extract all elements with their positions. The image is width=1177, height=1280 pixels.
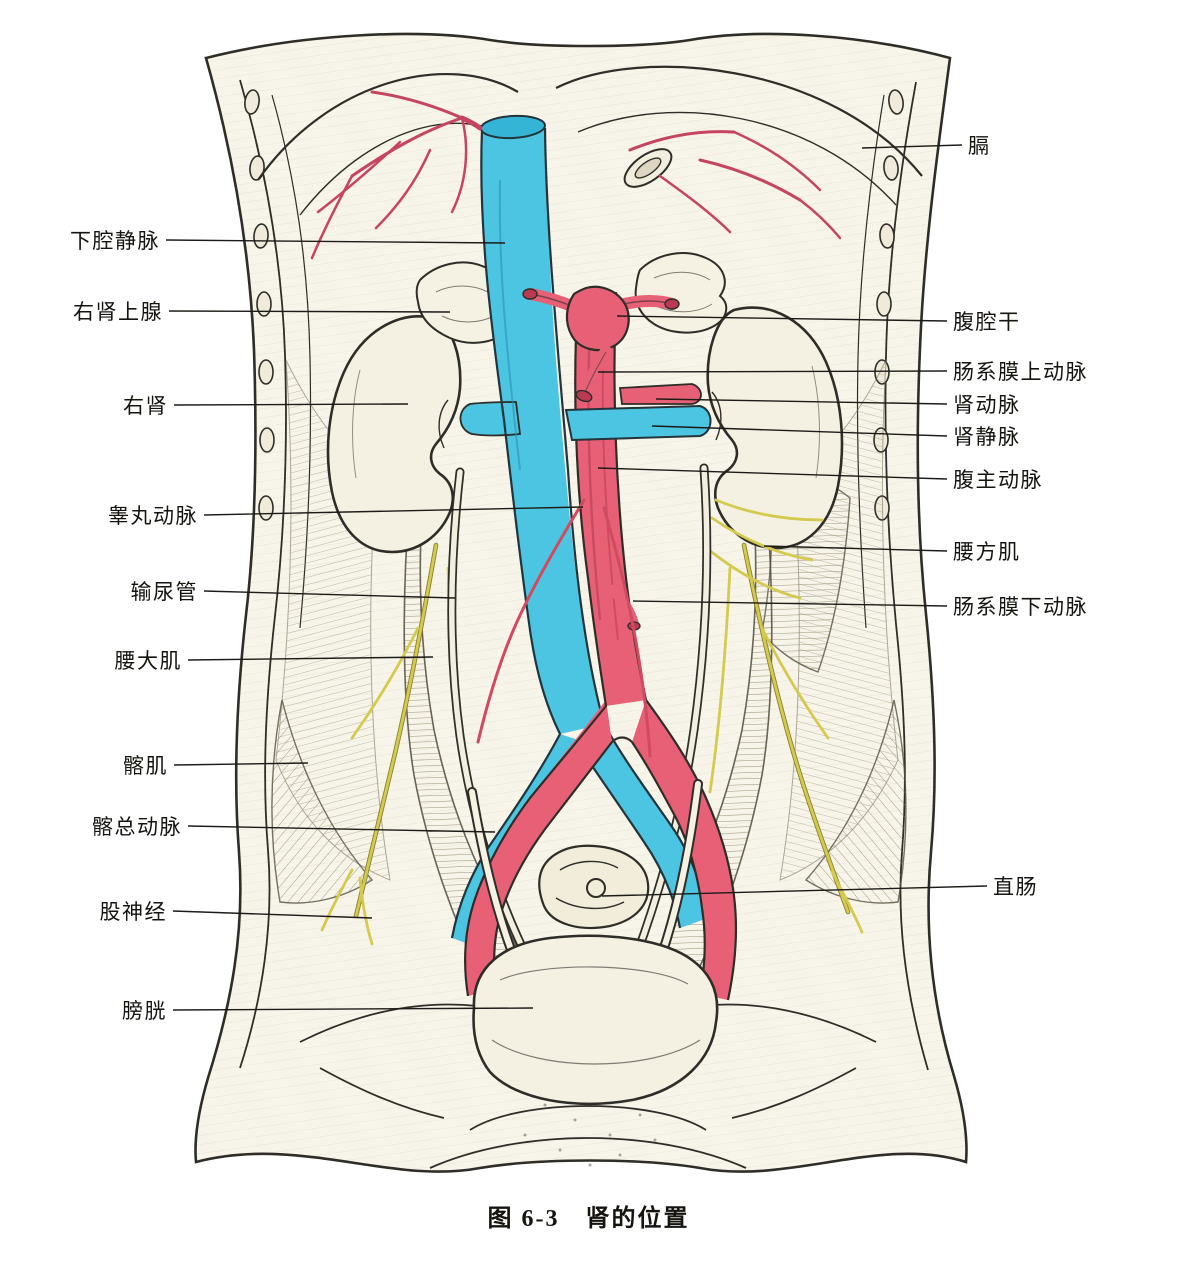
label-superior-mesenteric-artery: 肠系膜上动脉: [953, 361, 1088, 384]
label-right-kidney: 右肾: [123, 395, 168, 418]
esophagus-stub: [623, 148, 673, 188]
celiac-trunk-shape: [522, 285, 680, 352]
label-psoas-major: 腰大肌: [114, 650, 182, 673]
left-adrenal-shape: [634, 252, 728, 334]
label-iliacus: 髂肌: [123, 755, 168, 778]
label-common-iliac-artery: 髂总动脉: [92, 816, 182, 839]
superior-mesenteric-artery-stub: [575, 345, 613, 403]
bladder-shape: [472, 934, 719, 1106]
pelvic-organs: [472, 844, 719, 1106]
iliacus-left: [271, 699, 374, 904]
label-quadratus-lumborum: 腰方肌: [953, 541, 1021, 564]
label-diaphragm: 膈: [968, 135, 991, 158]
testicular-arteries: [476, 498, 652, 758]
label-femoral-nerve: 股神经: [99, 901, 167, 924]
label-renal-vein: 肾静脉: [953, 426, 1021, 449]
right-renal-vein: [459, 401, 522, 437]
label-inferior-mesenteric-artery: 肠系膜下动脉: [953, 596, 1088, 619]
arterial-system: [310, 90, 842, 1001]
rectum-shape: [538, 844, 650, 930]
label-inferior-vena-cava: 下腔静脉: [70, 230, 160, 253]
label-bladder: 膀胱: [122, 1000, 167, 1023]
femoral-nerve-right: [742, 543, 850, 914]
left-common-iliac-artery: [465, 700, 612, 996]
label-abdominal-aorta: 腹主动脉: [953, 469, 1043, 492]
label-renal-artery: 肾动脉: [953, 394, 1021, 417]
label-celiac-trunk: 腹腔干: [953, 311, 1021, 334]
pelvic-brim: [299, 1003, 877, 1169]
label-rectum: 直肠: [993, 876, 1038, 899]
right-common-iliac-vein: [580, 724, 708, 928]
diaphragm-arcs: [257, 65, 923, 216]
label-ureter: 输尿管: [130, 581, 198, 604]
label-right-adrenal-gland: 右肾上腺: [73, 301, 163, 324]
figure-caption: 图 6-3 肾的位置: [487, 1206, 690, 1232]
diaphragm-vessels: [310, 90, 842, 260]
iliacus-right: [804, 699, 907, 904]
label-testicular-artery: 睾丸动脉: [108, 505, 198, 528]
femoral-nerve-left: [354, 543, 438, 918]
right-kidney-shape: [326, 315, 462, 554]
inferior-vena-cava-trunk: [481, 128, 604, 734]
right-common-iliac-artery: [632, 700, 736, 1000]
left-renal-vein: [564, 404, 712, 442]
left-renal-artery: [618, 383, 702, 405]
